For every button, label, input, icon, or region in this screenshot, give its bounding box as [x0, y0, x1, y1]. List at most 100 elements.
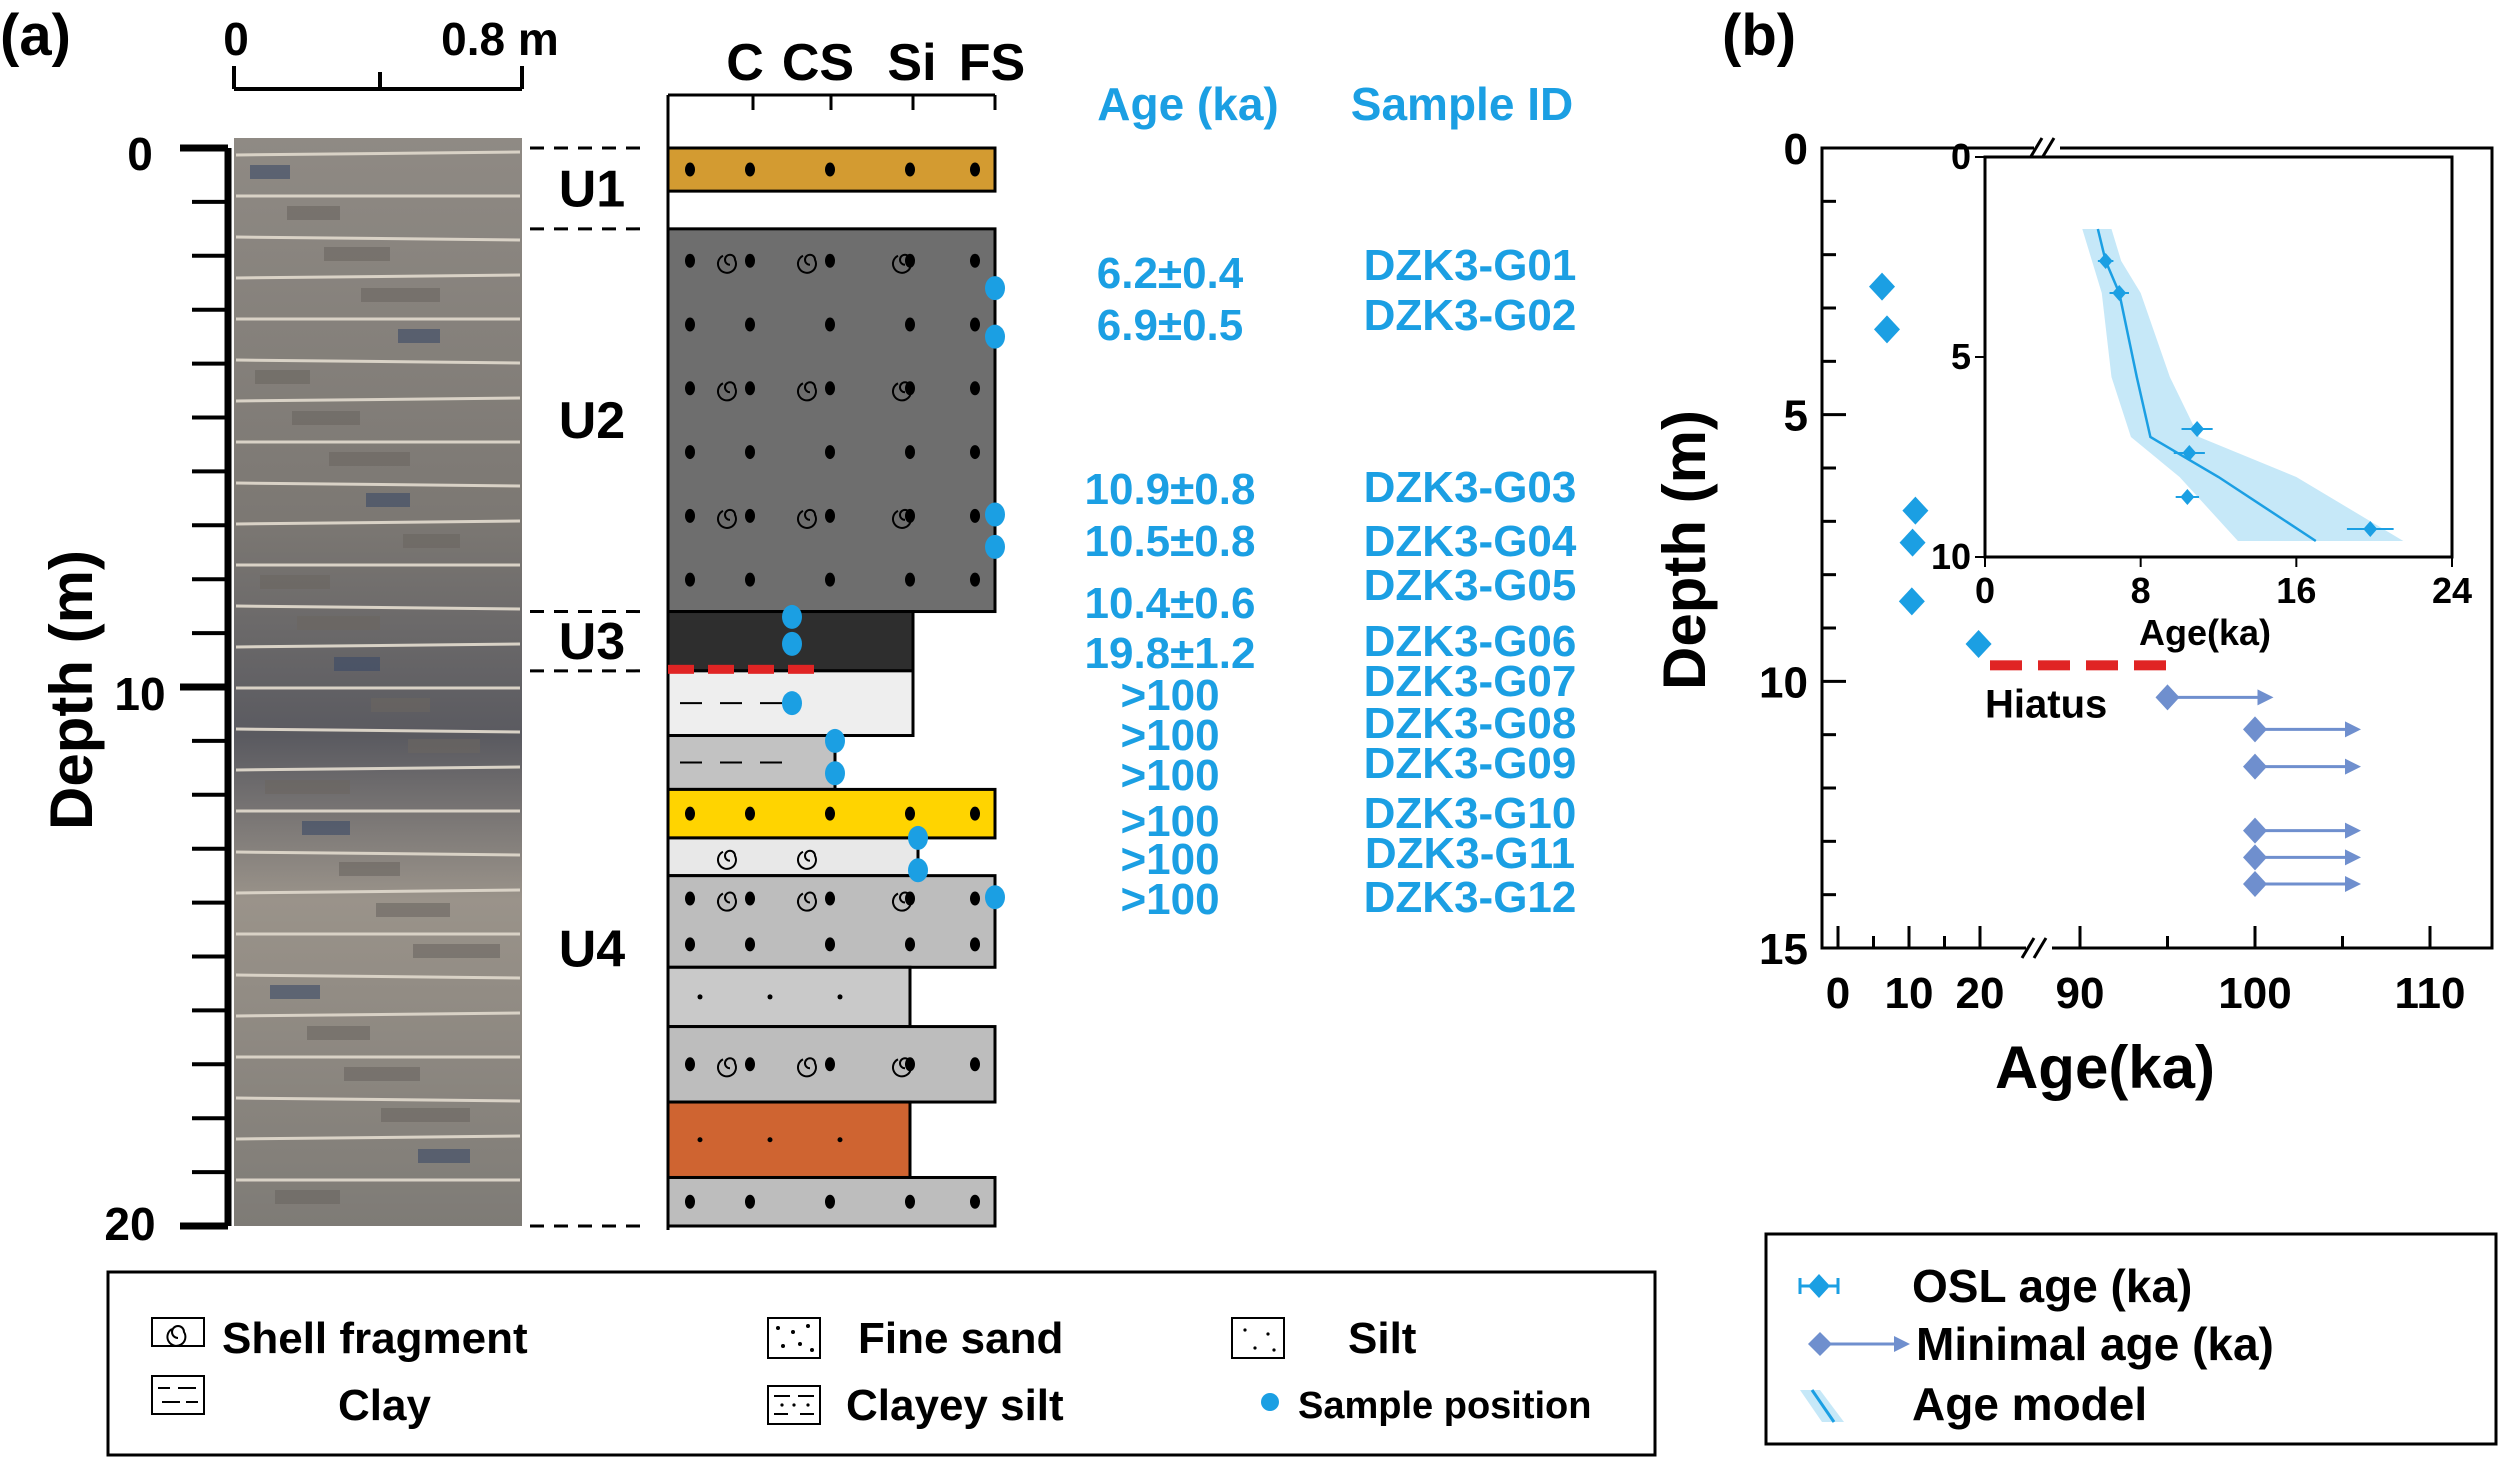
core-clast [270, 985, 320, 999]
core-clast [260, 575, 330, 589]
arrow-head [2345, 721, 2361, 738]
core-clast [292, 411, 360, 425]
core-clast [408, 739, 480, 753]
inset-osl-point [2112, 285, 2127, 301]
lithology-bed [666, 734, 837, 791]
unit-label: U1 [559, 160, 625, 218]
core-clast [361, 288, 440, 302]
grain-label-fs: FS [959, 34, 1025, 92]
osl-point [1899, 528, 1926, 557]
inset-y-tick-label: 10 [1931, 536, 1971, 577]
age-model-band-swatch [1800, 1389, 1844, 1423]
core-clast [334, 657, 380, 671]
legend-a: Shell fragment Fine sand Silt Clay Claye… [106, 1270, 1657, 1457]
lithology-bed [666, 1175, 997, 1228]
lithology-bed [666, 787, 997, 840]
inset-osl-point [2098, 253, 2113, 269]
core-clast [366, 493, 410, 507]
sample-age: 10.5±0.8 [1085, 517, 1256, 566]
osl-point [1869, 272, 1896, 301]
fine-sand-swatch [767, 1317, 821, 1359]
y-tick-label-b: 10 [1759, 658, 1808, 707]
unit-label: U2 [559, 392, 625, 450]
core-crack [235, 973, 521, 980]
sample-id: DZK3-G03 [1364, 463, 1577, 512]
age-model-band [2082, 229, 2404, 541]
sample-dot [985, 534, 1005, 559]
core-crack [235, 888, 521, 895]
axis-break-mark [2040, 137, 2056, 159]
sample-dot [825, 761, 845, 786]
osl-point [1898, 587, 1925, 616]
hiatus-mark-b [2038, 660, 2070, 671]
arrow-head [2257, 689, 2274, 706]
core-clast [339, 862, 400, 876]
sample-dot-swatch [1261, 1393, 1279, 1411]
axis-break-mark [2020, 937, 2036, 959]
sample-dot [985, 276, 1005, 301]
shell-swatch [151, 1317, 205, 1347]
osl-point [1873, 315, 1900, 344]
hiatus-mark-b [2086, 660, 2118, 671]
silt-swatch [1231, 1317, 1285, 1359]
minimal-age-point [2243, 844, 2267, 871]
scale-zero-label: 0 [223, 13, 249, 65]
inset-x-tick-label: 8 [2131, 570, 2151, 611]
sample-id: DZK3-G07 [1364, 657, 1577, 706]
core-clast [418, 1149, 470, 1163]
sample-id: DZK3-G10 [1364, 789, 1577, 838]
inset-x-tick-label: 24 [2432, 570, 2472, 611]
arrow-head [2345, 876, 2361, 892]
hiatus-mark-a [788, 664, 814, 674]
core-crack [235, 1096, 521, 1103]
core-clast [287, 206, 340, 220]
depth-axis-a: 0 10 20 Depth (m) [38, 128, 232, 1250]
clayey-silt-swatch [767, 1385, 821, 1425]
sample-id-column-header: Sample ID [1351, 78, 1573, 130]
inset-y-tick-label: 0 [1951, 136, 1971, 177]
x-tick-label-b: 20 [1956, 969, 2005, 1018]
legend-age-model-label: Age model [1912, 1378, 2147, 1430]
legend-clayey-silt-label: Clayey silt [846, 1381, 1064, 1430]
sample-age: 6.2±0.4 [1097, 249, 1244, 298]
core-clast [297, 616, 380, 630]
scale-max-label: 0.8 m [441, 13, 559, 65]
sample-id: DZK3-G12 [1364, 873, 1577, 922]
arrow-head [2345, 822, 2361, 839]
sample-dot [985, 885, 1005, 910]
sample-dot [825, 728, 845, 753]
sample-age: >100 [1120, 751, 1219, 800]
sample-dot [782, 604, 802, 629]
core-crack [235, 481, 521, 488]
inset-y-tick-label: 5 [1951, 336, 1971, 377]
legend-shell-label: Shell fragment [222, 1314, 528, 1363]
x-tick-label-b: 0 [1826, 969, 1850, 1018]
core-clast [344, 1067, 420, 1081]
y-tick-label-b: 5 [1784, 392, 1808, 441]
arrow-head [2345, 849, 2361, 866]
inset-x-axis-title: Age(ka) [2139, 612, 2271, 653]
axis-break-mark [2028, 137, 2044, 159]
core-crack [235, 235, 521, 242]
lithology-bed [666, 1100, 912, 1179]
sample-dot [908, 858, 928, 883]
sample-age: 19.8±1.2 [1085, 629, 1256, 678]
sample-id: DZK3-G11 [1365, 829, 1575, 878]
core-crack [235, 396, 521, 403]
osl-point [1902, 496, 1929, 525]
legend-b: OSL age (ka) Minimal age (ka) Age model [1764, 1232, 2498, 1446]
age-column-header: Age (ka) [1097, 78, 1278, 130]
minimal-age-arrow [1808, 1332, 1910, 1356]
core-crack [235, 850, 521, 857]
core-clast [398, 329, 440, 343]
inset-osl-point [2363, 521, 2378, 537]
hiatus-mark-b [2134, 660, 2166, 671]
minimal-age-point [2243, 817, 2267, 844]
sample-id: DZK3-G09 [1364, 739, 1577, 788]
legend-fine-sand-label: Fine sand [858, 1314, 1063, 1363]
sample-id: DZK3-G05 [1364, 561, 1577, 610]
sample-id: DZK3-G08 [1364, 699, 1577, 748]
core-clast [329, 452, 410, 466]
